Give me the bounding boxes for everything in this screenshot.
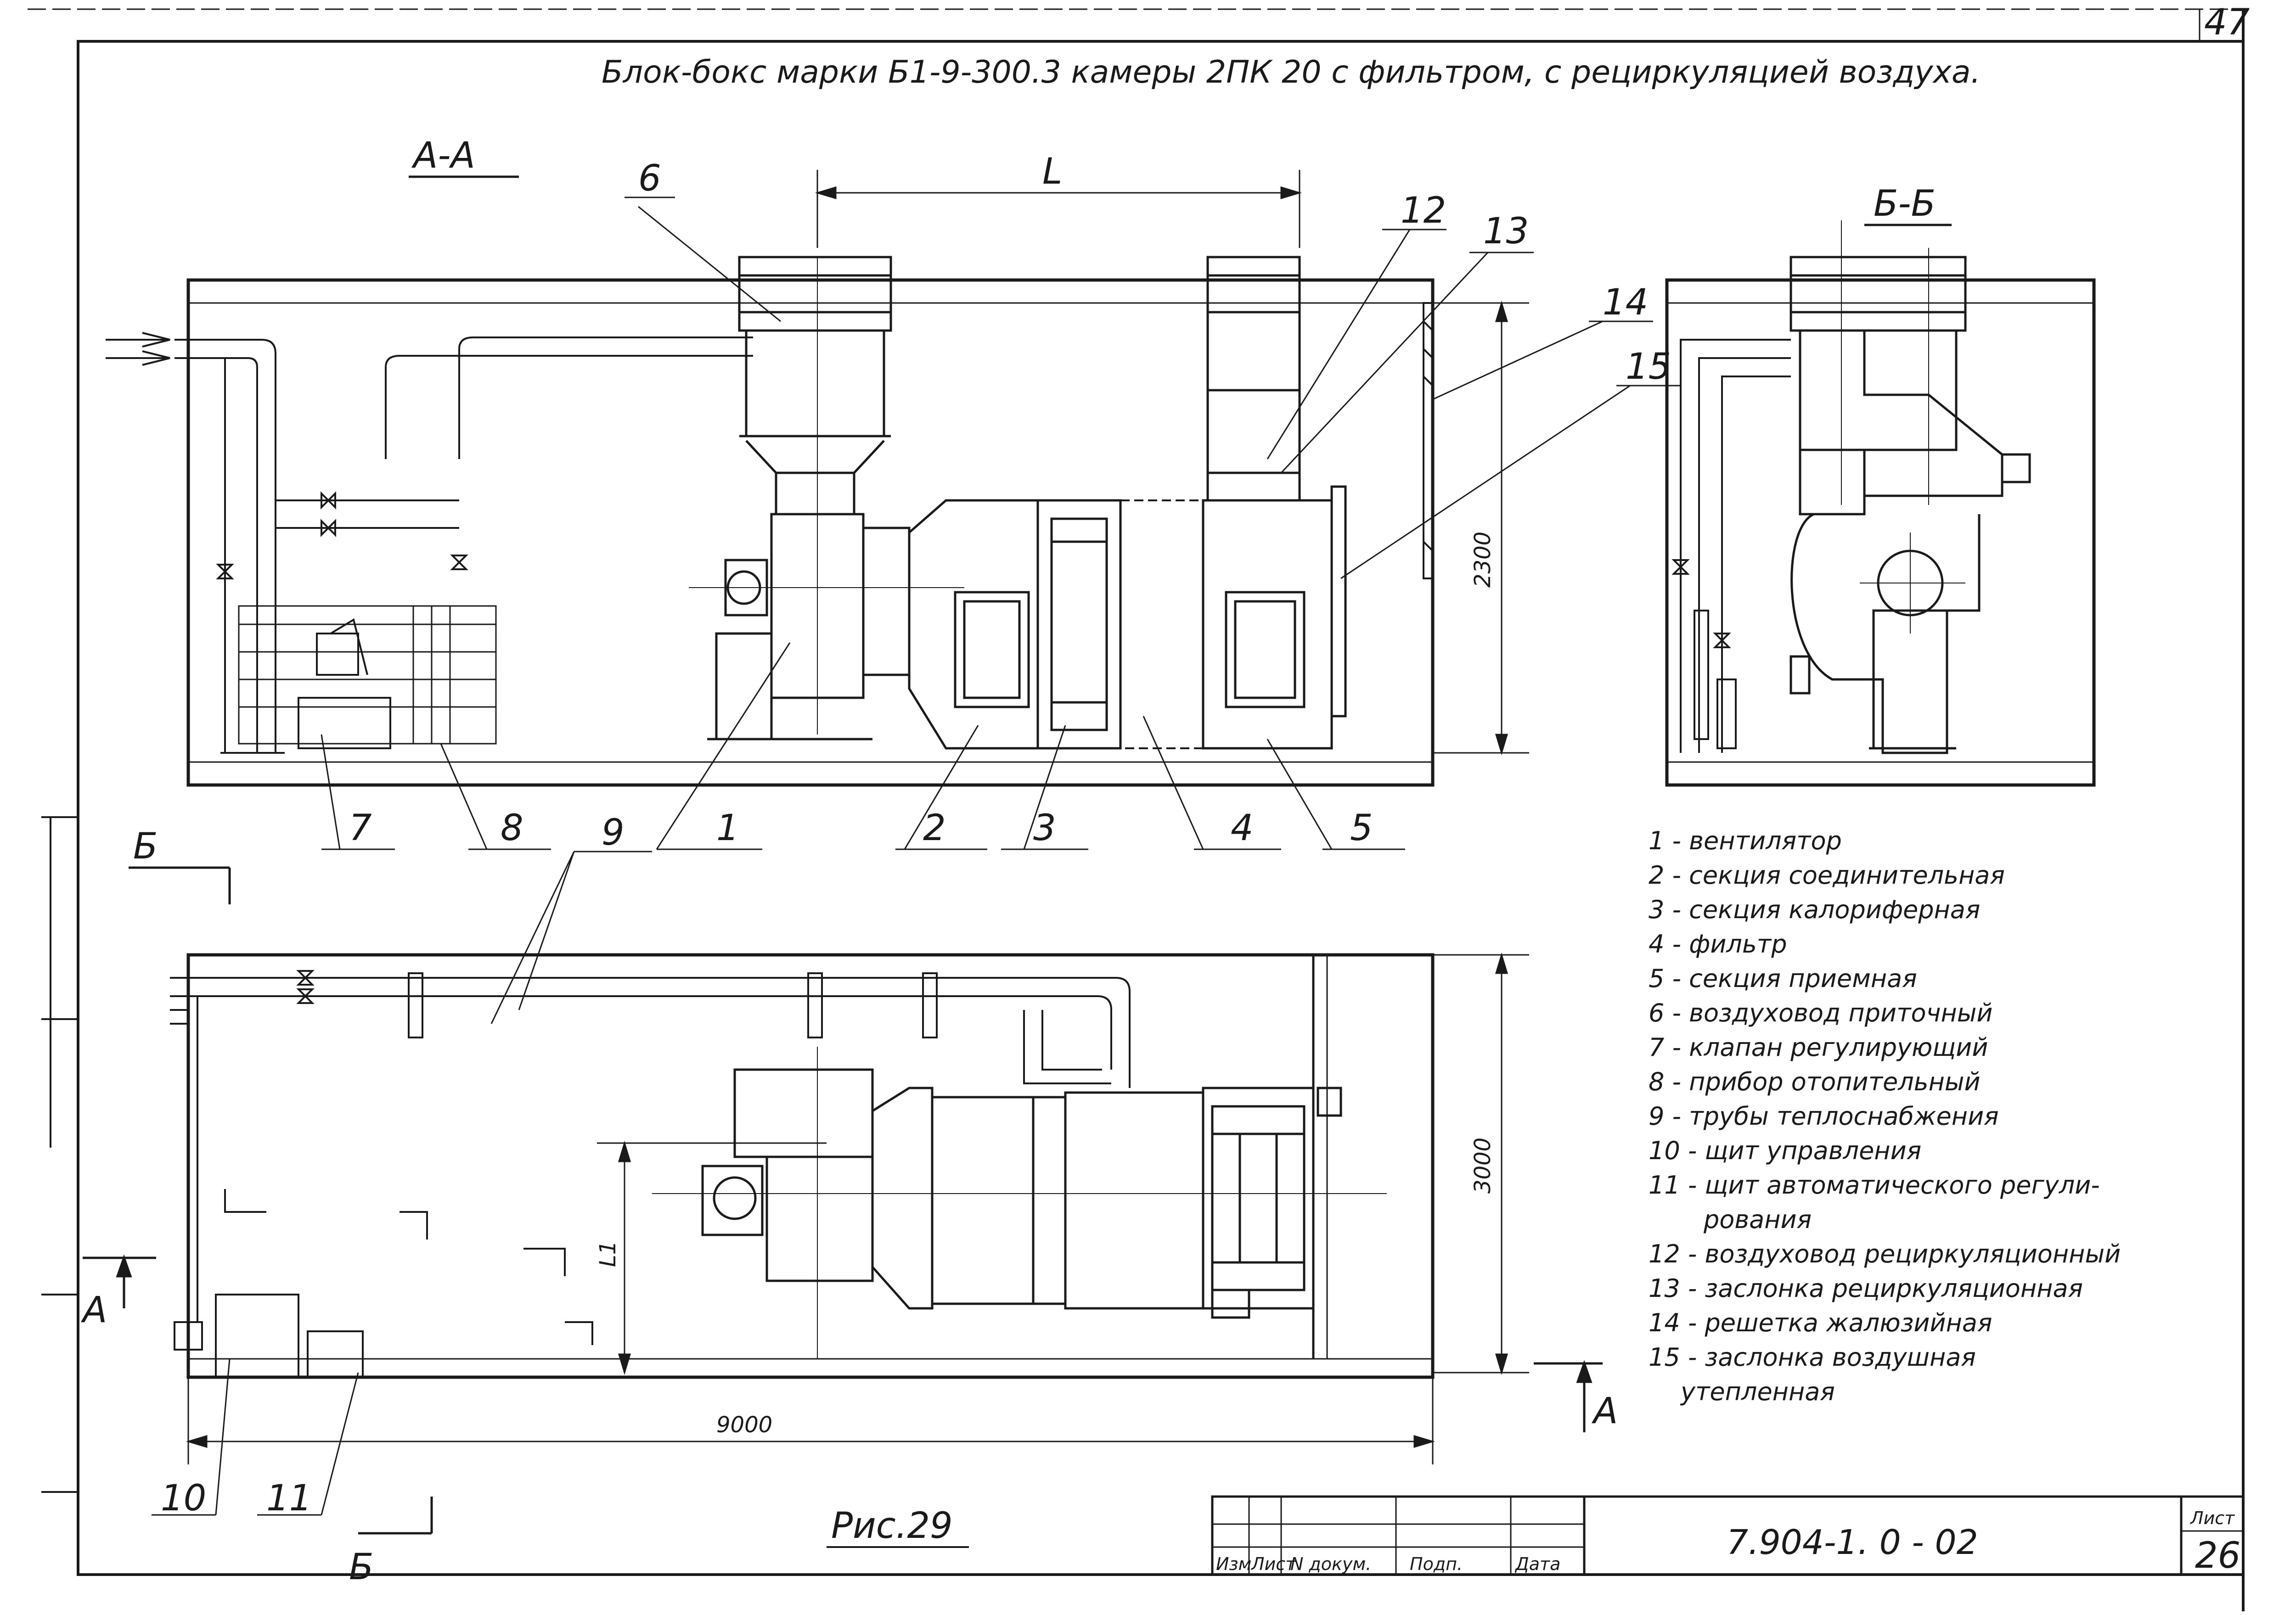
legend-item: 6 - воздуховод приточный (1649, 998, 1993, 1027)
marker-a-right: А (1591, 1391, 1618, 1432)
tb-header-doc: N докум. (1290, 1554, 1371, 1574)
legend-item: 3 - секция калориферная (1649, 895, 1980, 924)
callout-11: 11 (266, 1478, 312, 1519)
callout-6: 6 (638, 158, 661, 199)
callout-1: 1 (716, 808, 739, 849)
tb-header-sign: Подп. (1410, 1554, 1463, 1574)
dim-length: 9000 (716, 1412, 772, 1438)
legend-item: рования (1703, 1205, 1812, 1234)
callout-15: 15 (1626, 346, 1671, 387)
legend-item: 7 - клапан регулирующий (1649, 1033, 1988, 1062)
section-aa-view: А-А (106, 135, 1681, 850)
title-block (1211, 1495, 2245, 1576)
legend-item: 9 - трубы теплоснабжения (1649, 1102, 1999, 1131)
marker-b-bottom: Б (349, 1547, 374, 1588)
recirculation-duct (1206, 256, 1301, 502)
section-bb-view: Б-Б (1665, 183, 2096, 787)
heater-section (1036, 499, 1122, 750)
control-panels (174, 1294, 364, 1378)
corner-number: 47 (2204, 2, 2250, 43)
dim-height: 2300 (1470, 532, 1496, 588)
sheet-number: 26 (2195, 1535, 2240, 1576)
legend-item: 12 - воздуховод рециркуляционный (1649, 1239, 2121, 1268)
tb-header-date: Дата (1514, 1554, 1560, 1574)
marker-b-top: Б (133, 826, 158, 867)
dim-L1: L1 (595, 1241, 621, 1267)
louvre-grille (1423, 302, 1434, 579)
drawing-title: Блок-бокс марки Б1-9-300.3 камеры 2ПК 20… (602, 54, 1981, 90)
dim-L: L (1042, 151, 1062, 192)
callout-5: 5 (1350, 808, 1373, 849)
legend-item: 4 - фильтр (1649, 930, 1787, 959)
legend-item: утепленная (1680, 1377, 1835, 1406)
filter-section (1120, 499, 1204, 749)
plan-view: L1 3000 9000 (80, 812, 1618, 1588)
plan-air-handler (652, 1047, 1387, 1359)
callout-13: 13 (1483, 211, 1529, 252)
callout-7: 7 (349, 808, 372, 849)
callout-leaders (321, 196, 1681, 850)
legend-item: 13 - заслонка рециркуляционная (1649, 1274, 2083, 1303)
callout-14: 14 (1603, 282, 1648, 323)
callout-4: 4 (1231, 808, 1254, 849)
callout-12: 12 (1401, 190, 1446, 231)
tb-header-izm: Изм (1216, 1554, 1251, 1574)
heat-supply-pipes (170, 970, 1131, 1322)
figure-caption: Рис.29 (831, 1505, 953, 1547)
section-aa-label: А-А (411, 135, 475, 176)
marker-a-left: А (80, 1290, 107, 1331)
legend-item: 14 - решетка жалюзийная (1649, 1308, 1992, 1337)
sheet-label: Лист (2189, 1508, 2235, 1528)
callout-10: 10 (161, 1478, 206, 1519)
legend-item: 1 - вентилятор (1649, 826, 1842, 855)
tb-header-list: Лист (1250, 1554, 1296, 1574)
legend: 1 - вентилятор 2 - секция соединительная… (1649, 826, 2121, 1406)
legend-item: 5 - секция приемная (1649, 964, 1917, 993)
regulating-valve (298, 618, 391, 749)
sheet-frame (28, 8, 2245, 1611)
bb-fan-assembly (1790, 220, 2031, 754)
heating-appliance (238, 605, 497, 745)
dim-width: 3000 (1470, 1138, 1496, 1194)
fan (689, 257, 964, 740)
legend-item: 2 - секция соединительная (1649, 861, 2005, 890)
doc-code: 7.904-1. 0 - 02 (1727, 1523, 1978, 1562)
legend-item: 10 - щит управления (1649, 1136, 1921, 1165)
callout-9: 9 (602, 812, 625, 853)
receiving-section (1202, 485, 1347, 750)
legend-item: 11 - щит автоматического регули- (1649, 1171, 2100, 1200)
section-bb-label: Б-Б (1874, 183, 1936, 224)
callout-2: 2 (923, 808, 946, 849)
connecting-section (908, 499, 1039, 750)
legend-item: 8 - прибор отопительный (1649, 1067, 1981, 1096)
legend-item: 15 - заслонка воздушная (1649, 1343, 1976, 1372)
callout-8: 8 (501, 808, 523, 849)
callout-3: 3 (1033, 808, 1056, 849)
supply-duct (738, 256, 892, 516)
